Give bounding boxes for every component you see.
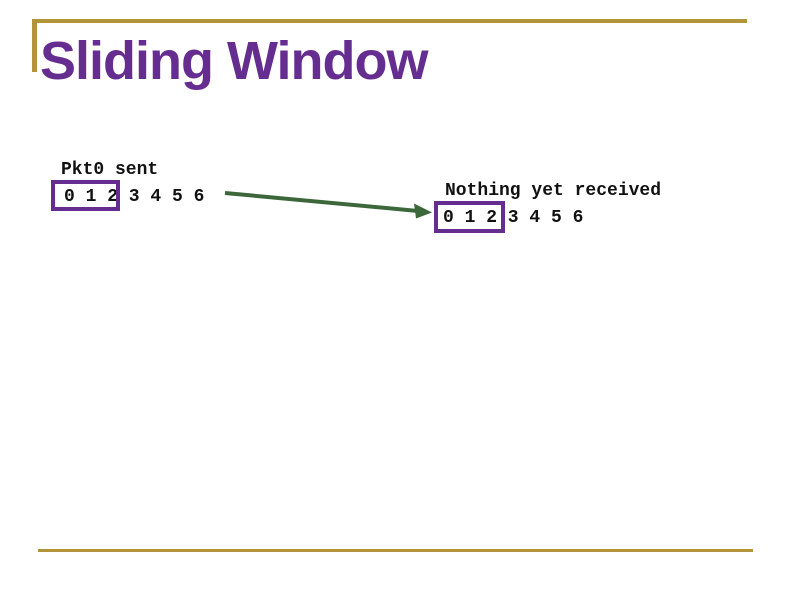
top-rule-divider [33, 19, 747, 23]
receiver-window-box [434, 201, 505, 233]
bottom-rule-divider [38, 549, 753, 552]
sender-status-label: Pkt0 sent [61, 160, 159, 180]
left-accent-bar [32, 19, 37, 72]
page-title: Sliding Window [40, 31, 428, 91]
receiver-sequence-numbers: 0 1 2 3 4 5 6 [443, 208, 584, 228]
receiver-status-label: Nothing yet received [445, 181, 662, 201]
packet-transmission-arrow-icon [224, 191, 432, 219]
sender-sequence-numbers: 0 1 2 3 4 5 6 [64, 187, 205, 207]
sender-window-box [51, 180, 120, 211]
